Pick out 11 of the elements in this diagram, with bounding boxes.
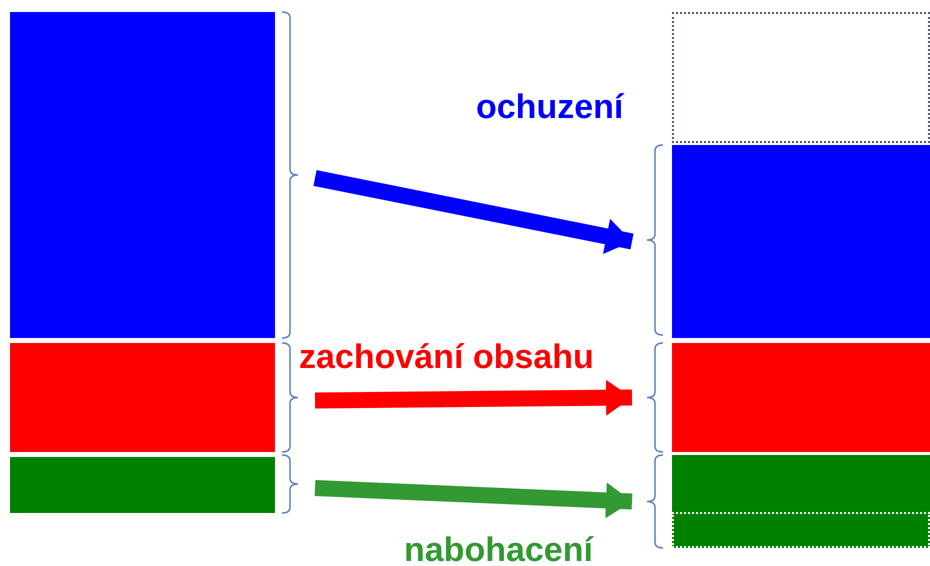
bar [672,343,930,452]
arrow [313,170,634,254]
arrow [314,480,632,518]
empty-box [672,12,930,143]
dotted-region [672,512,930,548]
bar [672,455,930,548]
bar [10,343,275,452]
bar [672,145,930,338]
bar [10,457,275,513]
bar [10,12,275,338]
arrow [314,380,632,416]
